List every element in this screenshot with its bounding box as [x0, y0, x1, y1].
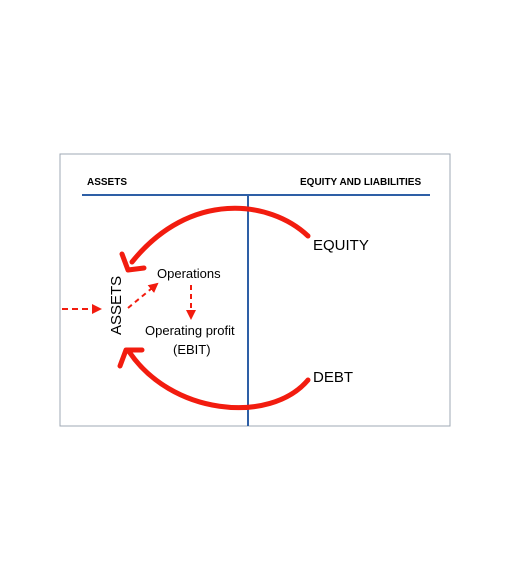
debt-label: DEBT: [313, 369, 353, 386]
operating-profit-label: Operating profit: [145, 323, 235, 338]
diagram-frame: [59, 153, 451, 427]
equity-arrowhead: [119, 251, 147, 273]
assets-label: ASSETS: [108, 276, 125, 335]
operations-label: Operations: [157, 266, 221, 281]
debt-to-assets-arrow: [125, 347, 311, 410]
debt-arrowhead: [117, 347, 145, 369]
assets-to-operations-arrow: [127, 282, 159, 309]
equity-label: EQUITY: [313, 237, 369, 254]
equity-to-assets-arrow: [129, 205, 311, 265]
ebit-label: (EBIT): [173, 342, 211, 357]
assets-header: ASSETS: [87, 177, 127, 188]
equity-and-liabilities-header: EQUITY AND LIABILITIES: [300, 177, 421, 188]
